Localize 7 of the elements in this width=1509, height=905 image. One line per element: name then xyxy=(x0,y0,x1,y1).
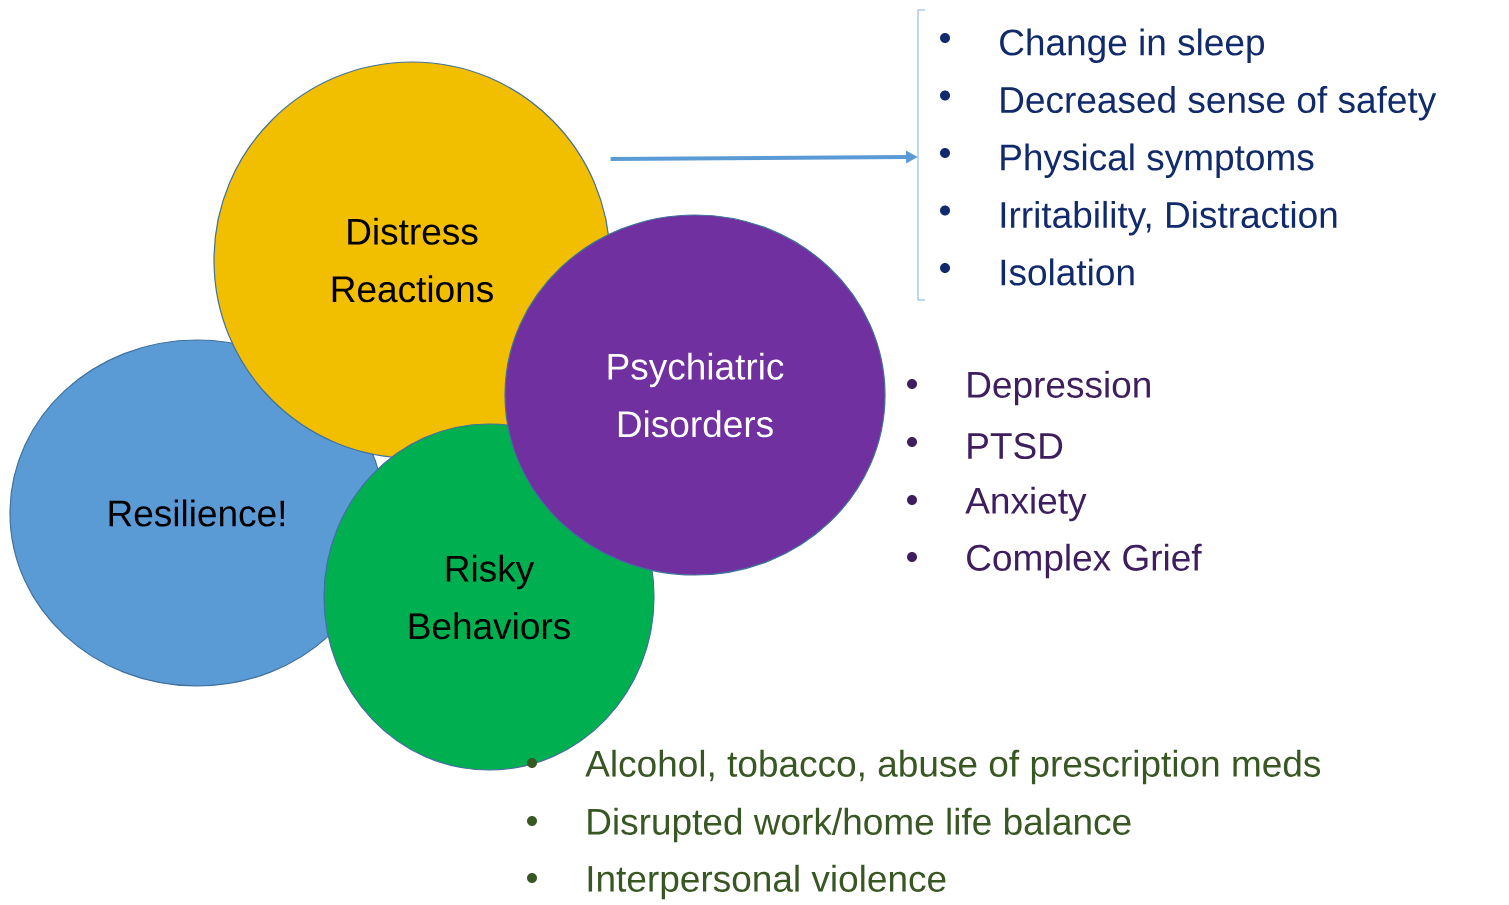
list-item: Interpersonal violence xyxy=(588,864,946,900)
bullet-list: Change in sleep Decreased sense of safety Physical symptoms Irritability, Distraction Isolation xyxy=(1000,28,1437,286)
list-item: PTSD xyxy=(968,432,1063,460)
list-item: Depression xyxy=(968,370,1150,406)
list-item: Anxiety xyxy=(965,486,1087,522)
list-item: Complex Grief xyxy=(967,543,1202,579)
list-item: Disrupted work/home life balance xyxy=(588,807,1131,843)
